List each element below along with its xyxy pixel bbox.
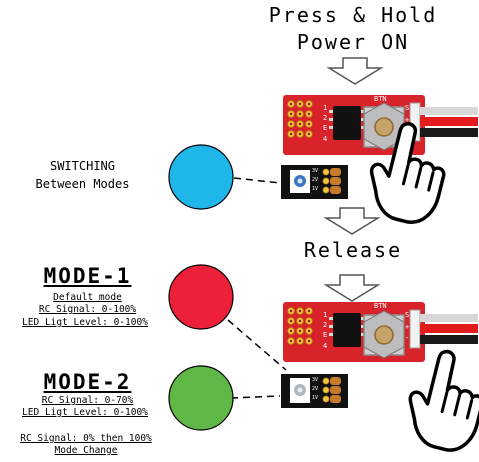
side-label-3-bottom: 2 xyxy=(323,321,328,329)
side-label-2-top: E xyxy=(323,124,328,132)
step-release: Release xyxy=(303,238,403,262)
switching-indicator-circle xyxy=(168,144,234,210)
connector-switching xyxy=(233,177,281,184)
mode1-led-level: LED Ligt Level: 0-100% xyxy=(22,317,148,328)
switch-label-2v-top: 2V xyxy=(312,177,319,183)
pin-label-plus-top: + xyxy=(405,116,410,124)
mode1-rc-signal: RC Signal: 0-100% xyxy=(38,304,137,315)
side-label-1-top: 4 xyxy=(323,135,328,143)
switch-label-3v-top: 3V xyxy=(312,168,319,174)
mode1-indicator-circle xyxy=(168,264,234,330)
switching-label-line2: Between Modes xyxy=(35,177,130,191)
switch-label-1v-bottom: 1V xyxy=(312,395,319,401)
mode2-rc-signal: RC Signal: 0-70% xyxy=(41,395,134,406)
side-label-4-top: 1 xyxy=(323,104,328,112)
arrow-to-board-2 xyxy=(325,274,379,302)
pin-label-minus-bottom: - xyxy=(405,334,410,342)
mode2-indicator-circle xyxy=(168,365,234,431)
controller-board-bottom xyxy=(283,302,478,362)
side-label-4-bottom: 1 xyxy=(323,311,328,319)
mode1-title: MODE-1 xyxy=(43,264,132,288)
pin-label-s-bottom: S xyxy=(405,311,410,319)
connector-mode1 xyxy=(227,319,287,371)
arrow-to-board-1 xyxy=(328,57,382,85)
side-label-1-bottom: 4 xyxy=(323,342,328,350)
side-label-2-bottom: E xyxy=(323,331,328,339)
dip-switch-top xyxy=(281,165,348,199)
pin-label-plus-bottom: + xyxy=(405,323,410,331)
switch-label-1v-top: 1V xyxy=(312,186,319,192)
switching-label-line1: SWITCHING xyxy=(49,159,116,173)
mode2-title: MODE-2 xyxy=(43,370,132,394)
controller-board-top xyxy=(283,95,478,155)
switch-label-3v-bottom: 3V xyxy=(312,377,319,383)
btn-label-bottom: BTN xyxy=(374,302,387,310)
switch-label-2v-bottom: 2V xyxy=(312,386,319,392)
arrow-to-release xyxy=(325,207,379,235)
connector-mode2 xyxy=(230,395,281,399)
mode-change-line2: Mode Change xyxy=(54,445,118,456)
mode2-led-level: LED Ligt Level: 0-100% xyxy=(22,407,148,418)
btn-label-top: BTN xyxy=(374,95,387,103)
mode1-subtitle: Default mode xyxy=(53,292,122,303)
step-press-hold-line1: Press & Hold xyxy=(268,3,438,27)
pin-label-minus-top: - xyxy=(405,127,410,135)
mode-change-line1: RC Signal: 0% then 100% xyxy=(20,433,152,444)
hand-release-icon xyxy=(398,343,479,458)
step-press-hold-line2: Power ON xyxy=(296,30,410,54)
pin-label-s-top: S xyxy=(405,104,410,112)
side-label-3-top: 2 xyxy=(323,114,328,122)
dip-switch-bottom xyxy=(281,374,348,408)
